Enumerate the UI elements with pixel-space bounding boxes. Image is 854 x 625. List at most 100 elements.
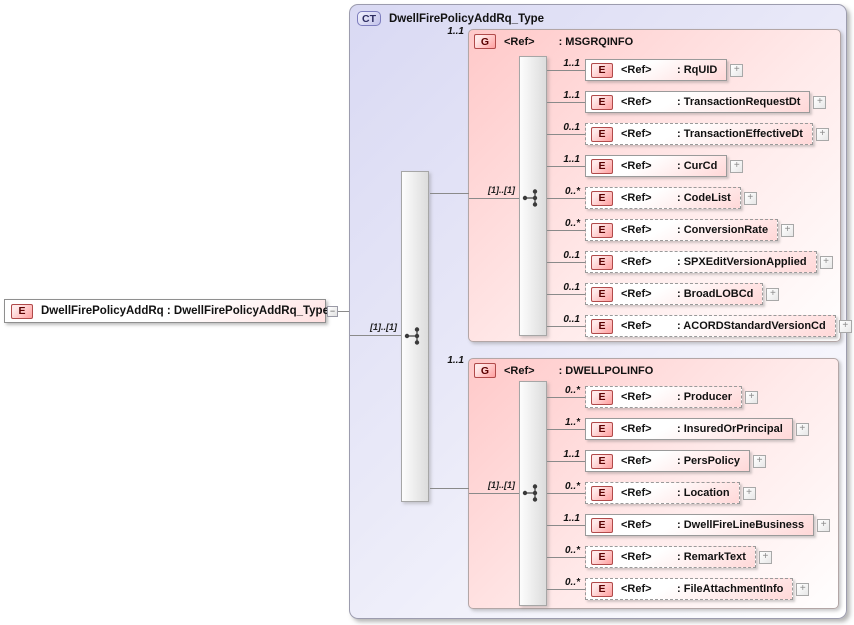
expand-icon[interactable]: + — [781, 223, 795, 237]
connector-line — [338, 311, 349, 312]
group-cardinality: 1..1 — [447, 26, 464, 37]
element-ref-label: <Ref> — [621, 391, 652, 403]
element-box[interactable]: E <Ref> : RemarkText — [585, 546, 756, 568]
expand-icon[interactable]: + — [795, 422, 809, 436]
connector-line — [547, 397, 585, 398]
element-box[interactable]: E <Ref> : PersPolicy — [585, 450, 750, 472]
element-ref-label: <Ref> — [621, 160, 652, 172]
group-ref-label: <Ref> — [504, 35, 535, 48]
connector-line — [430, 488, 469, 489]
group-elements: 0..* E <Ref> : Producer + 1..* E <Ref> :… — [469, 359, 838, 608]
element-box[interactable]: E <Ref> : Location — [585, 482, 740, 504]
element-badge: E — [591, 222, 613, 238]
element-badge: E — [591, 158, 613, 174]
connector-line — [547, 134, 585, 135]
sequence-bar — [519, 56, 547, 336]
element-ref-label: <Ref> — [621, 256, 652, 268]
element-badge: E — [11, 303, 33, 319]
connector-line — [547, 294, 585, 295]
element-name: : RemarkText — [677, 551, 746, 563]
element-box[interactable]: E <Ref> : BroadLOBCd — [585, 283, 764, 305]
complex-type-box[interactable]: CT DwellFirePolicyAddRq_Type [1]..[1] 1.… — [349, 4, 852, 619]
element-ref-label: <Ref> — [621, 455, 652, 467]
element-cardinality: 0..* — [564, 186, 580, 197]
connector-line — [547, 102, 585, 103]
group-box[interactable]: 1..1 G <Ref> : DWELLPOLINFO [1]..[1] 0..… — [430, 355, 839, 609]
expand-icon[interactable]: + — [743, 191, 757, 205]
element-name: : CodeList — [677, 192, 731, 204]
element-box[interactable]: E <Ref> : TransactionEffectiveDt — [585, 123, 813, 145]
root-element-label: DwellFirePolicyAddRq : DwellFirePolicyAd… — [41, 305, 329, 317]
expand-icon[interactable]: + — [817, 518, 831, 532]
complex-type-title: DwellFirePolicyAddRq_Type — [389, 12, 545, 25]
group-header: G <Ref> : MSGRQINFO — [474, 34, 633, 49]
element-row: 0..1 E <Ref> : BroadLOBCd + — [525, 282, 838, 305]
element-box[interactable]: E <Ref> : FileAttachmentInfo — [585, 578, 794, 600]
element-cardinality: 0..1 — [563, 282, 580, 293]
element-row: 0..1 E <Ref> : SPXEditVersionApplied + — [525, 250, 838, 273]
group-badge: G — [474, 34, 496, 49]
element-row: 0..* E <Ref> : RemarkText + — [525, 545, 836, 568]
element-box[interactable]: E <Ref> : RqUID — [585, 59, 728, 81]
element-cardinality: 0..1 — [563, 314, 580, 325]
element-cardinality: 0..* — [564, 481, 580, 492]
expand-icon[interactable]: + — [766, 287, 780, 301]
element-cardinality: 0..* — [564, 218, 580, 229]
element-cardinality: 1..1 — [563, 449, 580, 460]
element-name: : BroadLOBCd — [677, 288, 754, 300]
occurrence-label: [1]..[1] — [370, 322, 397, 332]
expand-icon[interactable]: + — [819, 255, 833, 269]
group-box[interactable]: 1..1 G <Ref> : MSGRQINFO [1]..[1] 1..1 E… — [430, 26, 852, 342]
collapse-icon[interactable]: − — [327, 306, 338, 317]
element-row: 0..* E <Ref> : ConversionRate + — [525, 218, 838, 241]
expand-icon[interactable]: + — [730, 63, 744, 77]
expand-icon[interactable]: + — [742, 486, 756, 500]
element-box[interactable]: E <Ref> : DwellFireLineBusiness — [585, 514, 815, 536]
element-row: 0..* E <Ref> : Location + — [525, 481, 836, 504]
element-box[interactable]: E <Ref> : InsuredOrPrincipal — [585, 418, 793, 440]
element-box[interactable]: E <Ref> : CodeList — [585, 187, 741, 209]
expand-icon[interactable]: + — [796, 582, 810, 596]
element-badge: E — [591, 286, 613, 302]
element-ref-label: <Ref> — [621, 288, 652, 300]
expand-icon[interactable]: + — [745, 390, 759, 404]
element-box[interactable]: E <Ref> : SPXEditVersionApplied — [585, 251, 817, 273]
element-badge: E — [591, 485, 613, 501]
connector-line — [547, 429, 585, 430]
expand-icon[interactable]: + — [758, 550, 772, 564]
element-name: : CurCd — [677, 160, 718, 172]
element-box[interactable]: E <Ref> : Producer — [585, 386, 743, 408]
element-name: : SPXEditVersionApplied — [677, 256, 807, 268]
element-badge: E — [591, 421, 613, 437]
element-box[interactable]: E <Ref> : TransactionRequestDt — [585, 91, 811, 113]
element-row: 1..* E <Ref> : InsuredOrPrincipal + — [525, 417, 836, 440]
element-cardinality: 0..1 — [563, 122, 580, 133]
element-ref-label: <Ref> — [621, 224, 652, 236]
expand-icon[interactable]: + — [752, 454, 766, 468]
expand-icon[interactable]: + — [813, 95, 827, 109]
connector-line — [469, 493, 525, 494]
expand-icon[interactable]: + — [730, 159, 744, 173]
element-row: 0..1 E <Ref> : TransactionEffectiveDt + — [525, 122, 838, 145]
element-box[interactable]: E <Ref> : CurCd — [585, 155, 728, 177]
element-ref-label: <Ref> — [621, 487, 652, 499]
group-header: G <Ref> : DWELLPOLINFO — [474, 363, 653, 378]
element-ref-label: <Ref> — [621, 64, 652, 76]
root-element-box[interactable]: E DwellFirePolicyAddRq : DwellFirePolicy… — [4, 299, 329, 323]
expand-icon[interactable]: + — [838, 319, 852, 333]
sequence-icon — [522, 189, 538, 207]
element-ref-label: <Ref> — [621, 192, 652, 204]
element-badge: E — [591, 581, 613, 597]
element-name: : FileAttachmentInfo — [677, 583, 784, 595]
connector-line — [547, 461, 585, 462]
element-badge: E — [591, 517, 613, 533]
group-name: : MSGRQINFO — [558, 35, 634, 48]
connector-line — [350, 335, 407, 336]
expand-icon[interactable]: + — [815, 127, 829, 141]
element-box[interactable]: E <Ref> : ACORDStandardVersionCd — [585, 315, 836, 337]
connector-line — [547, 262, 585, 263]
element-box[interactable]: E <Ref> : ConversionRate — [585, 219, 779, 241]
element-ref-label: <Ref> — [621, 551, 652, 563]
connector-line — [547, 230, 585, 231]
